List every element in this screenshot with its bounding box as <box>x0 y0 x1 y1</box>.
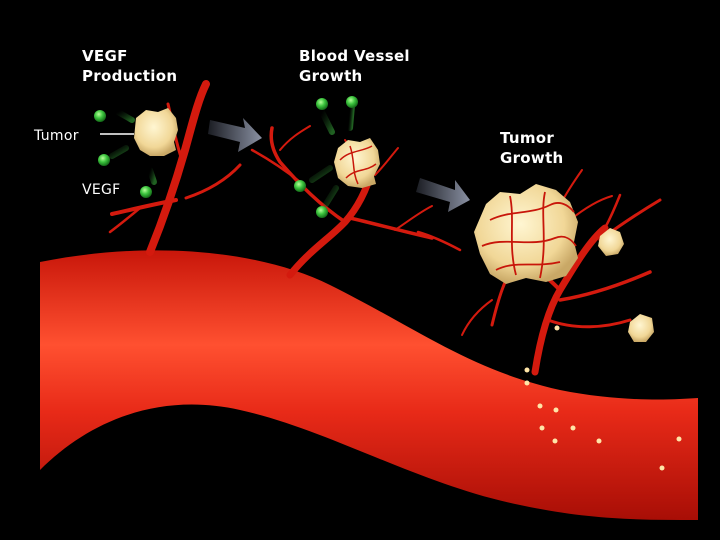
tumor-medium-capillaries <box>339 145 377 185</box>
vessel-sprout-1 <box>108 80 242 256</box>
vegf-particles-middle <box>294 96 358 218</box>
label-tumor-growth: Tumor Growth <box>500 129 564 167</box>
arrow-1-icon <box>208 118 262 152</box>
tumor-satellite-1 <box>598 228 624 256</box>
main-blood-vessel <box>40 250 698 520</box>
tumor-large <box>474 184 578 284</box>
tumor-satellite-2 <box>628 314 654 342</box>
tumor-medium <box>334 138 380 188</box>
label-blood-vessel-growth: Blood Vessel Growth <box>299 47 410 85</box>
tumor-large-capillaries <box>481 191 577 279</box>
arrow-2-icon <box>416 178 470 212</box>
vegf-particles-left <box>94 109 157 198</box>
label-vegf-production: VEGF Production <box>82 47 178 85</box>
label-vegf: VEGF <box>82 182 121 198</box>
label-tumor: Tumor <box>34 128 79 144</box>
circulating-tumor-cells <box>524 325 682 471</box>
tumor-small <box>134 108 178 156</box>
